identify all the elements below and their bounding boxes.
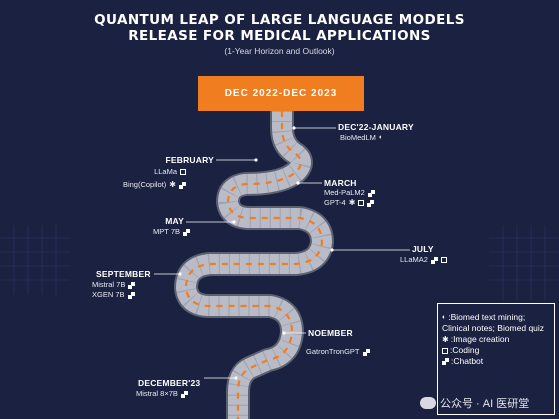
legend-text: :Biomed text mining; Clinical notes; Bio… bbox=[442, 312, 545, 333]
model-name: MPT 7B bbox=[153, 227, 180, 236]
legend-row-image: ✱:Image creation bbox=[442, 334, 550, 345]
chart-subtitle: (1-Year Horizon and Outlook) bbox=[224, 46, 335, 56]
model-name: Mistral 7B bbox=[92, 280, 126, 289]
pill-icon: ◐ bbox=[442, 313, 447, 321]
legend-text: :Coding bbox=[450, 345, 480, 355]
watermark: 公众号 · AI 医研堂 bbox=[420, 395, 529, 411]
model-name: BioMedLM bbox=[340, 133, 376, 142]
chat-icon bbox=[127, 291, 135, 299]
milestone-may-label: MAY bbox=[165, 216, 184, 226]
milestone-december23-model: Mistral 8×7B bbox=[136, 389, 188, 399]
milestone-february-label: FEBRUARY bbox=[165, 155, 214, 165]
image-star-icon: ✱ bbox=[348, 198, 356, 208]
milestone-september-model-1: Mistral 7B bbox=[92, 280, 136, 290]
chat-icon bbox=[179, 181, 186, 189]
milestone-march-model-2: GPT-4✱ bbox=[324, 198, 375, 208]
legend-text: :Chatbot bbox=[451, 356, 484, 366]
model-name: GPT-4 bbox=[324, 198, 346, 207]
icon-legend: ◐:Biomed text mining; Clinical notes; Bi… bbox=[437, 303, 555, 415]
legend-row-coding: :Coding bbox=[442, 345, 550, 356]
model-name: LLaMa bbox=[154, 167, 177, 176]
milestone-july-label: JULY bbox=[412, 244, 434, 254]
model-name: GatronTronGPT bbox=[306, 347, 360, 356]
model-name: Med-PaLM2 bbox=[324, 188, 365, 197]
milestone-december23-label: DECEMBER'23 bbox=[138, 378, 201, 388]
chat-icon bbox=[367, 199, 375, 207]
wechat-icon bbox=[420, 397, 436, 409]
milestone-dec22-model: BioMedLM◐ bbox=[340, 133, 383, 143]
chat-icon bbox=[430, 256, 438, 264]
milestone-february-model-1: LLaMa bbox=[110, 167, 186, 177]
milestone-march-label: MARCH bbox=[324, 178, 357, 188]
code-icon bbox=[440, 257, 447, 264]
chat-icon bbox=[442, 358, 449, 366]
code-icon bbox=[358, 200, 365, 207]
milestone-september-label: SEPTEMBER bbox=[96, 269, 151, 279]
code-icon bbox=[180, 169, 186, 176]
milestone-dec22-label: DEC'22-JANUARY bbox=[338, 122, 414, 132]
legend-row-biomed: ◐:Biomed text mining; Clinical notes; Bi… bbox=[442, 312, 550, 334]
chat-icon bbox=[128, 281, 136, 289]
date-range-banner: DEC 2022-DEC 2023 bbox=[198, 76, 364, 111]
chat-icon bbox=[180, 390, 188, 398]
image-star-icon: ✱ bbox=[169, 180, 176, 190]
model-name: XGEN 7B bbox=[92, 290, 125, 299]
chat-icon bbox=[362, 348, 370, 356]
milestone-february-model-2: Bing(Copilot)✱ bbox=[70, 180, 186, 190]
model-name: Mistral 8×7B bbox=[136, 389, 178, 398]
milestone-may-model: MPT 7B bbox=[120, 227, 190, 237]
milestone-november-model: GatronTronGPT bbox=[306, 347, 370, 357]
model-name: Bing(Copilot) bbox=[122, 180, 167, 189]
image-star-icon: ✱ bbox=[442, 334, 449, 344]
chart-title-line-1: QUANTUM LEAP OF LARGE LANGUAGE MODELS bbox=[94, 12, 465, 28]
milestone-november-label: NOEMBER bbox=[308, 328, 353, 338]
pill-icon: ◐ bbox=[378, 134, 384, 142]
milestone-september-model-2: XGEN 7B bbox=[92, 290, 135, 300]
model-name: LLaMA2 bbox=[400, 255, 428, 264]
milestone-march-model-1: Med-PaLM2 bbox=[324, 188, 375, 198]
milestone-july-model: LLaMA2 bbox=[400, 255, 447, 265]
legend-row-chatbot: :Chatbot bbox=[442, 356, 550, 367]
watermark-text: 公众号 · AI 医研堂 bbox=[440, 398, 530, 410]
chat-icon bbox=[367, 189, 375, 197]
code-icon bbox=[442, 347, 448, 354]
chart-title-line-2: RELEASE FOR MEDICAL APPLICATIONS bbox=[128, 28, 431, 44]
legend-text: :Image creation bbox=[450, 334, 510, 344]
chat-icon bbox=[183, 228, 190, 236]
